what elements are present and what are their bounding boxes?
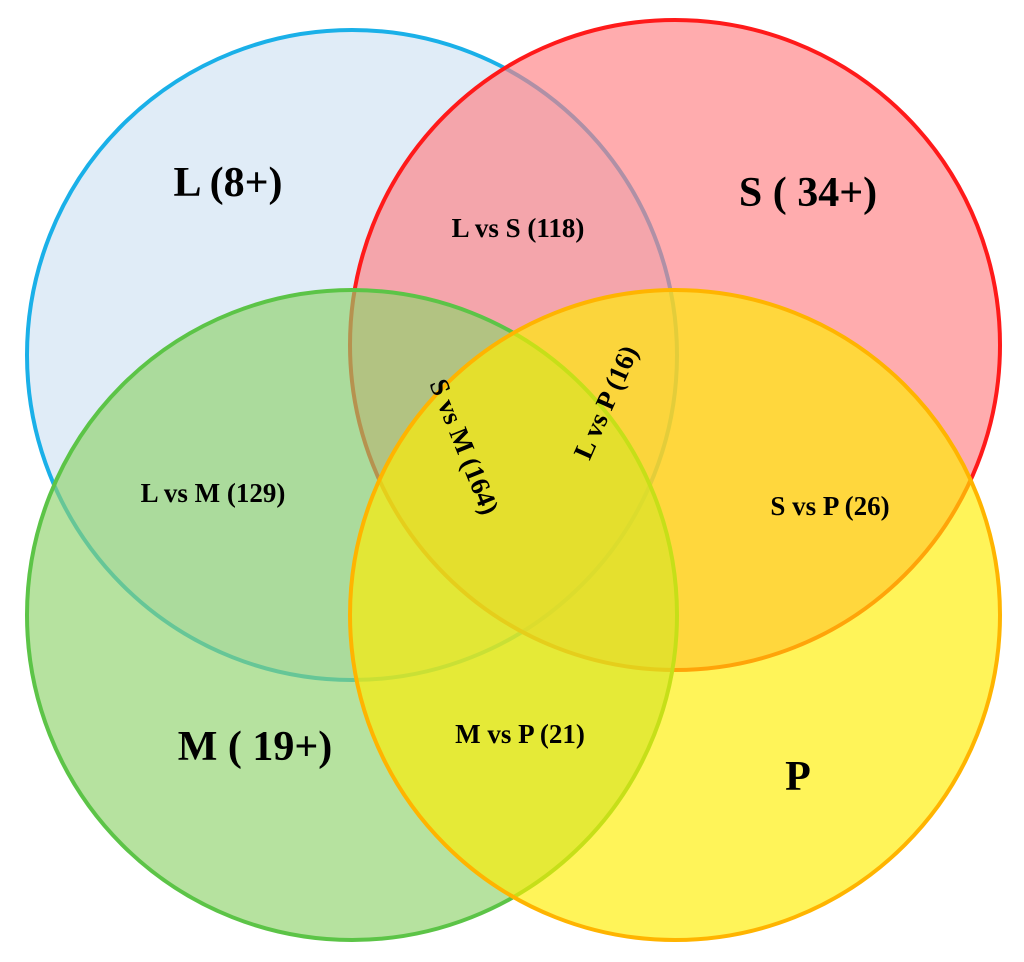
overlap-label-sp: S vs P (26) [770, 491, 889, 521]
set-circle-p [348, 288, 1002, 942]
set-label-p: P [785, 754, 811, 800]
overlap-label-lm: L vs M (129) [141, 478, 286, 508]
overlap-label-mp: M vs P (21) [455, 719, 585, 749]
set-label-s: S ( 34+) [739, 170, 877, 216]
overlap-label-ls: L vs S (118) [452, 213, 585, 243]
set-label-l: L (8+) [173, 160, 282, 206]
set-label-m: M ( 19+) [178, 724, 333, 770]
